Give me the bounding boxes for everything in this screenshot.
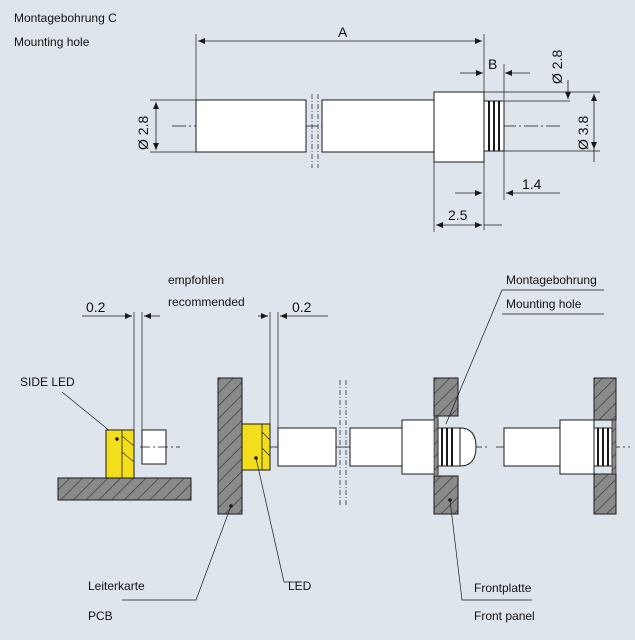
front-panel-edge: [433, 415, 439, 477]
rod-segment-left: [195, 99, 307, 153]
dim-a: A: [195, 24, 485, 100]
dim-dia-left-label: Ø 2.8: [135, 116, 151, 150]
front-panel-right-edge: [611, 419, 617, 475]
dim-dia-top: Ø 2.8: [504, 50, 571, 102]
collar: [433, 91, 485, 163]
dim-dia-right: Ø 3.8: [484, 91, 600, 162]
mount-label-de: Montagebohrung: [506, 273, 597, 287]
rod-segment-right: [321, 99, 435, 153]
front-panel-lower: [433, 475, 459, 515]
dim-1-4: 1.4: [455, 151, 560, 230]
top-title-en: Mounting hole: [14, 35, 90, 49]
led-leader: [255, 457, 300, 583]
led-body: [241, 423, 271, 471]
mount-leader: [445, 289, 604, 425]
side-led-pcb: [57, 477, 192, 501]
dim-dia-left: Ø 2.8: [135, 99, 196, 153]
top-title-de: Montagebohrung C: [14, 11, 117, 25]
gap-left-dim: 0.2: [82, 299, 160, 430]
panel-label-de: Frontplatte: [474, 581, 532, 595]
lightguide-top: [172, 91, 560, 168]
pcb-label-de: Leiterkarte: [88, 579, 145, 593]
front-panel-upper: [433, 377, 459, 417]
recommended-de: empfohlen: [168, 273, 224, 287]
panel-label-en: Front panel: [474, 609, 535, 623]
dim-a-label: A: [338, 24, 348, 40]
gap-right-dim: 0.2: [258, 299, 328, 430]
pcb-leader: [122, 505, 232, 601]
gap-left-label: 0.2: [86, 299, 106, 315]
side-led-body: [105, 429, 135, 479]
lightguide-bottom: [270, 380, 490, 505]
dim-b: B: [460, 56, 530, 100]
dim-dia-right-label: Ø 3.8: [575, 116, 591, 150]
dim-dia-top-label: Ø 2.8: [549, 50, 565, 84]
dim-b-label: B: [488, 56, 497, 72]
dim-2-5-label: 2.5: [448, 207, 468, 223]
front-panel-right-upper: [593, 377, 617, 421]
lightguide-right: [496, 419, 630, 475]
panel-leader: [449, 499, 532, 601]
side-led-leader: [61, 391, 117, 437]
dim-1-4-label: 1.4: [522, 176, 542, 192]
gap-right-label: 0.2: [292, 299, 312, 315]
led-label: LED: [288, 579, 312, 593]
dim-2-5: 2.5: [433, 162, 502, 232]
pcb-board: [217, 377, 243, 515]
side-led-label: SIDE LED: [20, 375, 75, 389]
recommended-en: recommended: [168, 295, 245, 309]
mount-label-en: Mounting hole: [506, 297, 582, 311]
pcb-label-en: PCB: [88, 609, 113, 623]
front-panel-right-lower: [593, 473, 617, 515]
